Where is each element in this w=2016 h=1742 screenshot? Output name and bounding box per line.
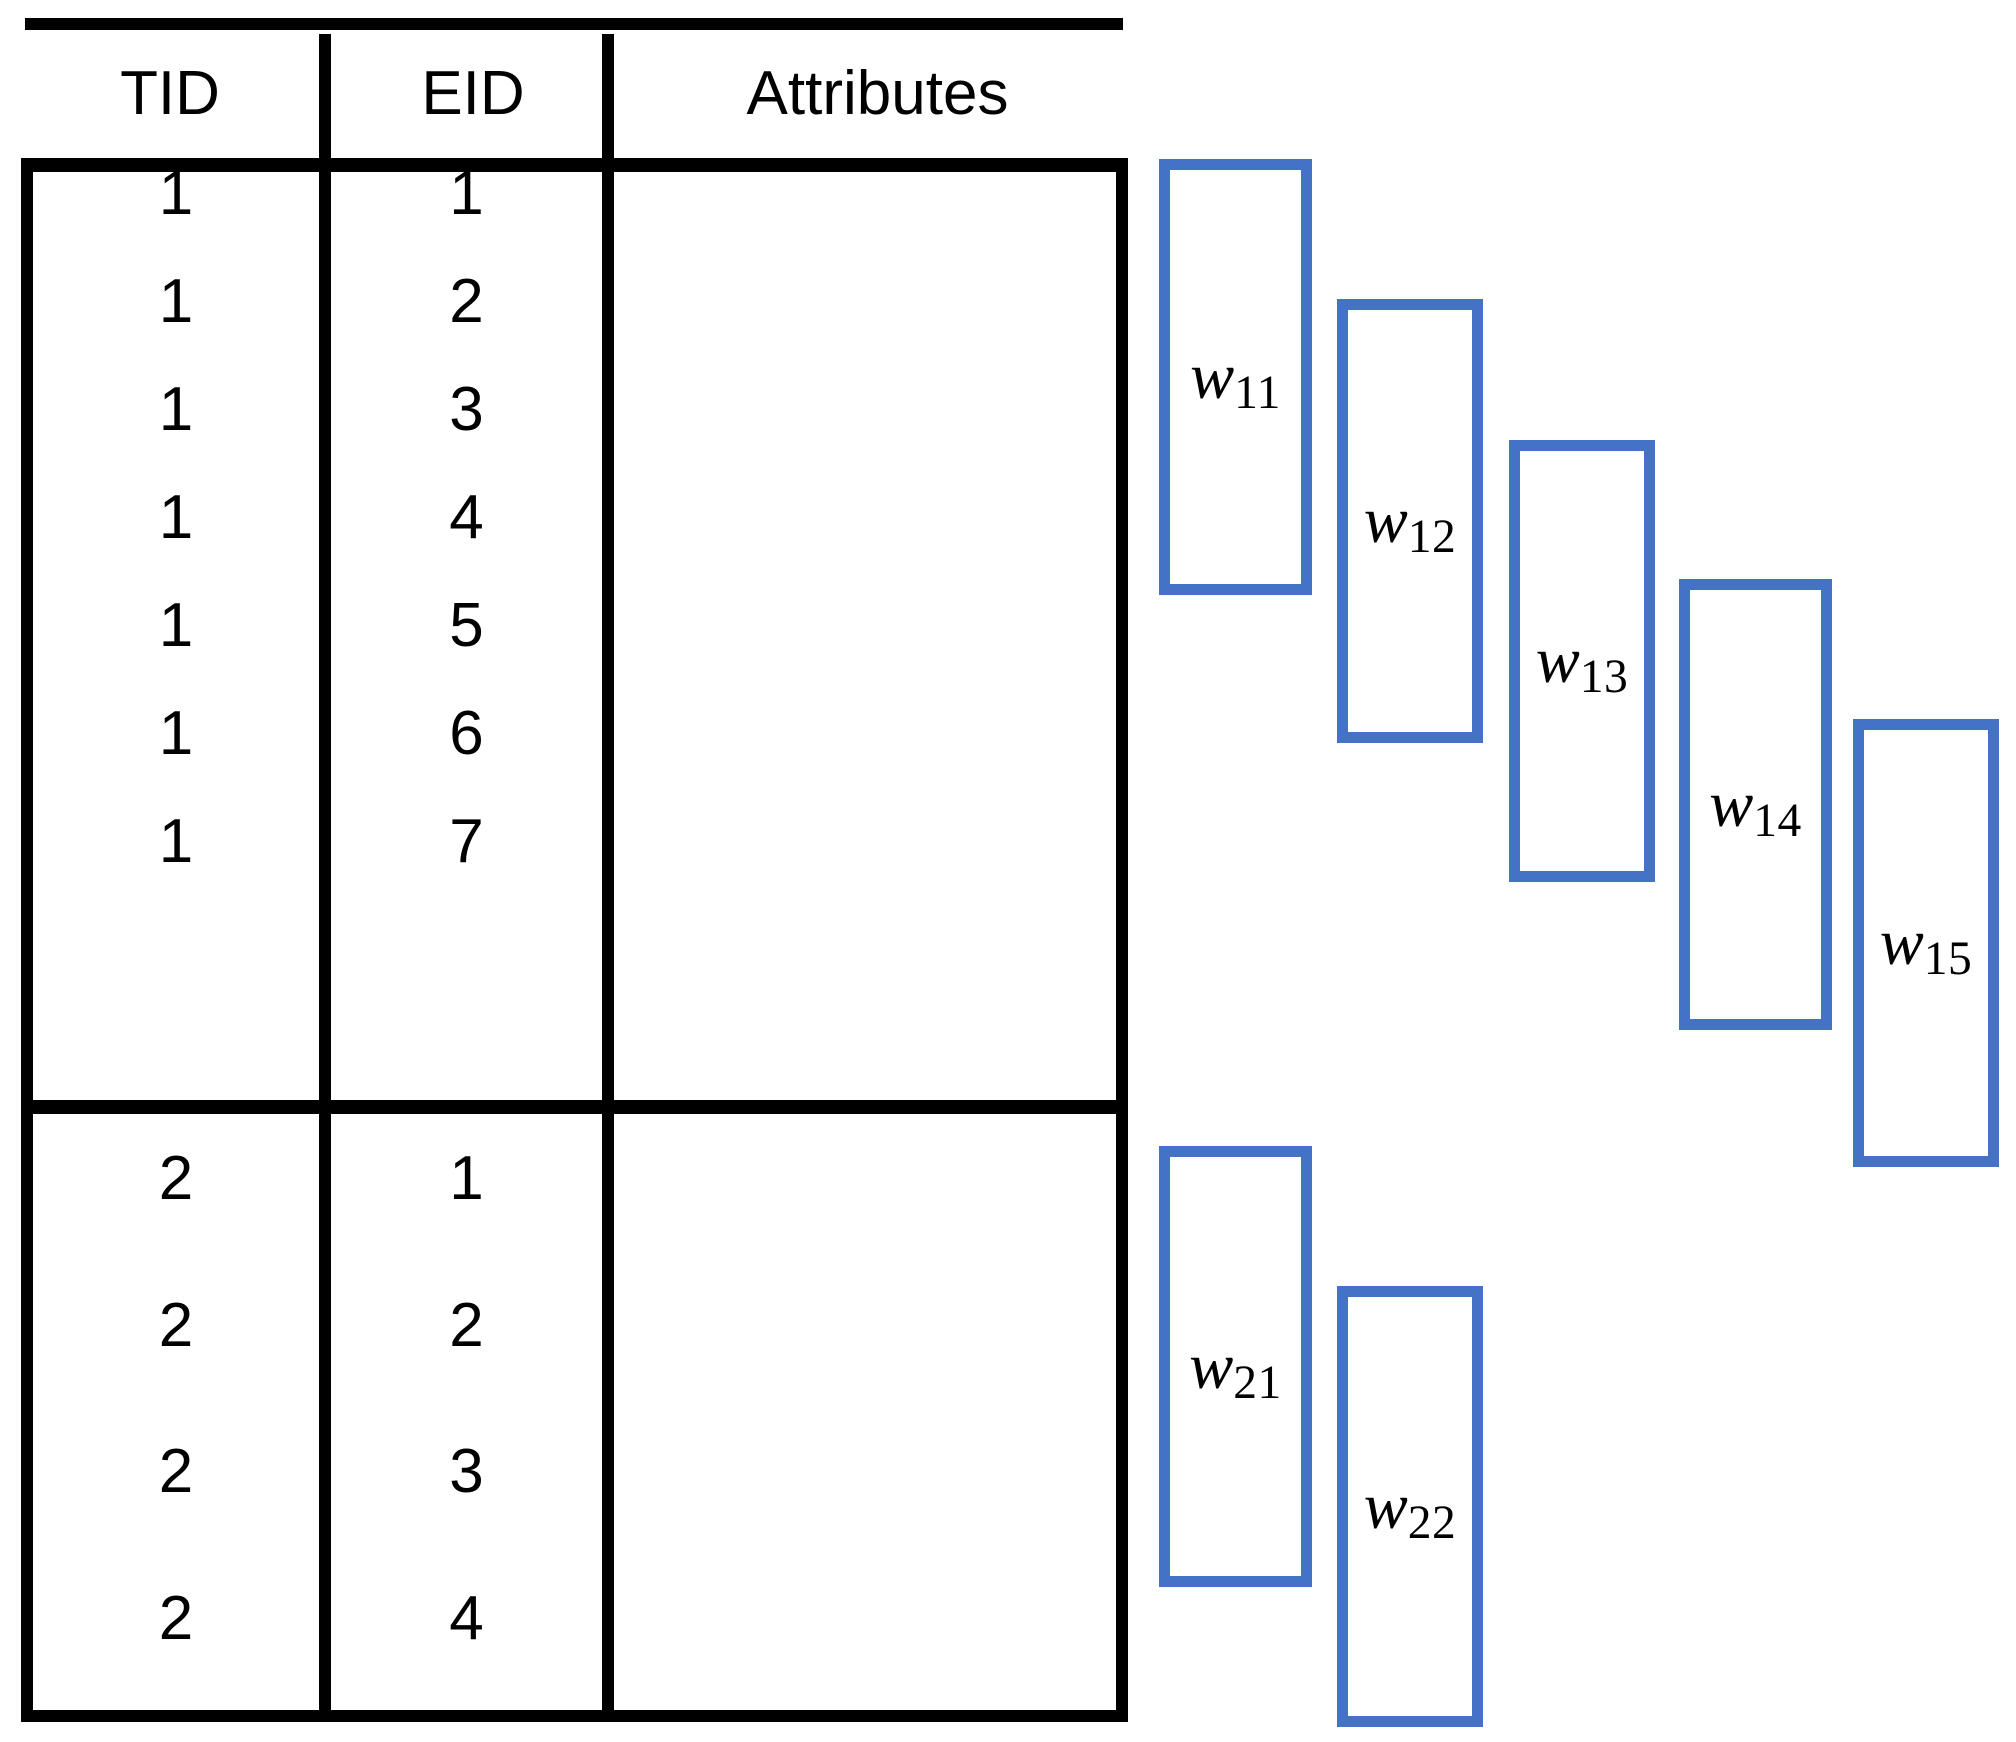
table-row: 1 — [158, 375, 194, 444]
column-header-eid: EID — [421, 59, 525, 128]
window-box-w12: w12 — [1337, 299, 1483, 743]
window-label-w15: w15 — [1879, 906, 1973, 986]
table-row: 1 — [158, 267, 194, 336]
window-box-w22: w22 — [1337, 1286, 1483, 1727]
window-label-w21: w21 — [1189, 1329, 1282, 1409]
window-label-w14: w14 — [1709, 767, 1802, 847]
header-column-divider-2 — [602, 34, 614, 158]
table-row: 4 — [449, 483, 484, 552]
header-body-separator — [21, 158, 1128, 172]
table-row: 2 — [158, 1437, 194, 1506]
window-label-w11: w11 — [1190, 340, 1281, 420]
table-row: 1 — [449, 159, 484, 228]
tid-group-separator — [21, 1100, 1128, 1114]
window-label-w13: w13 — [1535, 624, 1629, 704]
table-row: 7 — [449, 807, 484, 876]
window-box-w14: w14 — [1679, 579, 1832, 1030]
table-row: 2 — [158, 1144, 194, 1213]
event-table: TID EID Attributes 1 1 1 2 1 3 1 4 1 5 1… — [21, 18, 1128, 1722]
table-body-outline — [21, 158, 1128, 1722]
body-column-divider-2 — [602, 158, 614, 1722]
table-row: 2 — [158, 1584, 194, 1653]
table-row: 4 — [449, 1584, 484, 1653]
table-row: 2 — [158, 1291, 194, 1360]
window-label-w12: w12 — [1363, 484, 1457, 564]
table-row: 1 — [158, 699, 194, 768]
column-header-tid: TID — [120, 59, 220, 128]
table-row: 2 — [449, 1291, 484, 1360]
table-top-rule — [25, 18, 1123, 30]
table-row: 1 — [158, 159, 194, 228]
table-row: 1 — [158, 591, 194, 660]
table-row: 2 — [449, 267, 484, 336]
column-header-attributes: Attributes — [746, 59, 1009, 128]
window-box-w15: w15 — [1853, 719, 1999, 1167]
window-box-w13: w13 — [1509, 440, 1655, 882]
table-header-row: TID EID Attributes — [21, 30, 1128, 158]
table-row: 1 — [449, 1144, 484, 1213]
table-row: 1 — [158, 483, 194, 552]
table-row: 5 — [449, 591, 484, 660]
window-label-w22: w22 — [1363, 1469, 1457, 1549]
table-row: 3 — [449, 1437, 484, 1506]
window-box-w21: w21 — [1159, 1146, 1312, 1587]
table-row: 6 — [449, 699, 484, 768]
table-row: 3 — [449, 375, 484, 444]
header-column-divider-1 — [319, 34, 331, 158]
table-row: 1 — [158, 807, 194, 876]
body-column-divider-1 — [319, 158, 331, 1722]
window-box-w11: w11 — [1159, 159, 1312, 595]
